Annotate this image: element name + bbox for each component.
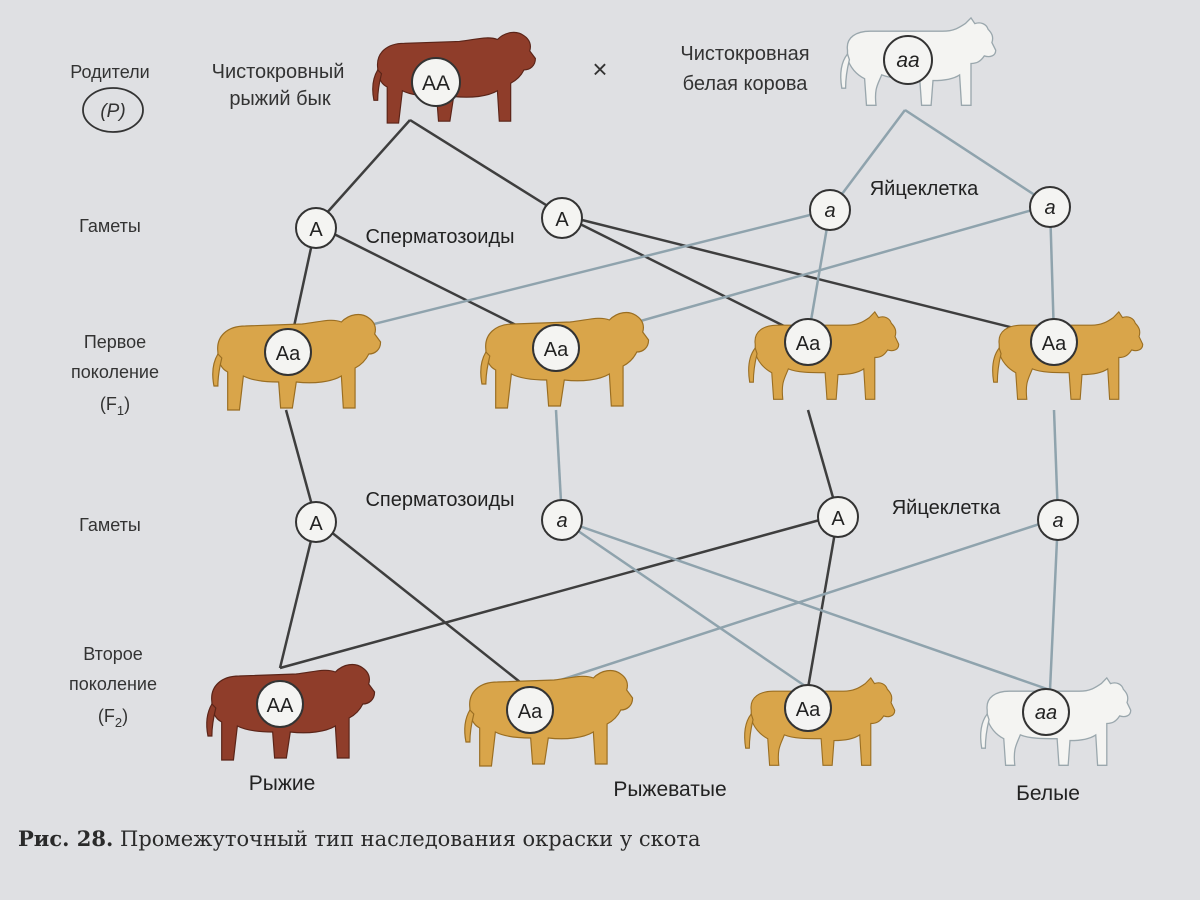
gamete-allele: A [309, 513, 323, 535]
phenotype-white: Белые [1016, 782, 1080, 805]
parent-cow: aa [840, 17, 997, 106]
gametes-1-sperm-label: Сперматозоиды [365, 226, 514, 248]
line-g1c-to-f1-1 [289, 208, 831, 347]
gamete-1-1: A [295, 207, 337, 249]
phenotype-roan: Рыжеватые [613, 778, 726, 801]
parents-symbol-circle [82, 87, 144, 133]
figure-caption-text: Промежуточный тип наследования окраски у… [120, 827, 701, 851]
line-g2b-to-f2-3 [561, 518, 809, 690]
row-label-gametes-2: Гаметы [79, 515, 141, 535]
gamete-allele: a [556, 510, 567, 532]
f2-genotype: Aa [796, 699, 821, 721]
bull-description-line2: рыжий бык [229, 88, 331, 110]
f2-animal-3: Aa [744, 677, 896, 766]
row-label-f1-line2: поколение [71, 362, 159, 382]
f1-animal-2: Aa [480, 311, 650, 409]
figure-caption: Рис. 28. Промежуточный тип наследования … [18, 826, 1178, 851]
cow-genotype: aa [896, 49, 919, 72]
line-cow-to-gamete-4 [904, 108, 1051, 207]
row-label-f2-line1: Второе [83, 644, 143, 664]
parent-bull: AA [372, 31, 536, 124]
bull-description-line1: Чистокровный [212, 61, 345, 83]
line-g2d-to-f2-2 [529, 516, 1059, 692]
line-g2b-to-f2-4 [561, 518, 1051, 692]
f2-genotype: aa [1035, 702, 1057, 724]
f1-animal-4: Aa [992, 311, 1144, 400]
line-g2d-to-f2-4 [1048, 517, 1060, 691]
figure-number: Рис. 28. [18, 826, 114, 851]
phenotype-red: Рыжие [249, 772, 316, 795]
row-label-f1-line1: Первое [84, 332, 146, 352]
line-bull-to-gamete-2 [409, 118, 563, 217]
gamete-1-4: a [1029, 186, 1071, 228]
line-bull-to-gamete-1 [315, 119, 411, 226]
line-g2a-to-f2-1 [278, 519, 318, 669]
cow-description-line2: белая корова [683, 73, 809, 95]
gamete-allele: A [309, 219, 323, 241]
f2-genotype: Aa [518, 701, 543, 723]
gamete-1-2: A [541, 197, 583, 239]
row-label-f2-line2: поколение [69, 674, 157, 694]
line-g1b-to-f1-3 [561, 213, 809, 340]
gamete-2-2: a [541, 499, 583, 541]
row-label-gametes-1: Гаметы [79, 216, 141, 236]
gametes-2-sperm-label: Сперматозоиды [365, 489, 514, 511]
cow-description-line1: Чистокровная [680, 43, 809, 65]
line-g2c-to-f2-3 [806, 514, 840, 689]
parents-symbol: (P) [100, 101, 125, 122]
f1-animal-1: Aa [212, 313, 382, 411]
f1-genotype: Aa [276, 343, 301, 365]
line-g2c-to-f2-1 [279, 513, 839, 670]
f2-animal-4: aa [979, 677, 1132, 766]
line-g2a-to-f2-2 [315, 519, 531, 691]
row-label-f1-symbol: (F1) [100, 394, 130, 418]
f1-animal-3: Aa [748, 311, 900, 400]
gametes-2-egg-label: Яйцеклетка [892, 497, 1001, 519]
row-label-parents: Родители [70, 62, 149, 82]
f1-genotype: Aa [1042, 333, 1067, 355]
gametes-1-egg-label: Яйцеклетка [870, 178, 979, 200]
f2-animal-2: Aa [464, 669, 634, 767]
bull-genotype: AA [422, 72, 450, 95]
genotype-circle [411, 57, 461, 107]
genotype-circle [883, 35, 933, 85]
f2-animal-1: AA [206, 663, 376, 761]
f1-genotype: Aa [544, 339, 569, 361]
gamete-allele: a [824, 200, 835, 222]
gamete-allele: a [1044, 197, 1055, 219]
line-g1c-to-f1-3 [806, 209, 832, 339]
cross-symbol: × [592, 54, 607, 84]
gamete-1-3: a [809, 189, 851, 231]
gamete-2-3: A [817, 496, 859, 538]
gamete-2-1: A [295, 501, 337, 543]
gamete-2-4: a [1037, 499, 1079, 541]
row-label-f2-symbol: (F2) [98, 706, 128, 730]
gamete-allele: a [1052, 510, 1063, 532]
gamete-allele: A [831, 508, 845, 530]
line-g1b-to-f1-4 [561, 213, 1055, 340]
f2-genotype: AA [267, 695, 294, 717]
gamete-allele: A [555, 209, 569, 231]
f1-genotype: Aa [796, 333, 821, 355]
